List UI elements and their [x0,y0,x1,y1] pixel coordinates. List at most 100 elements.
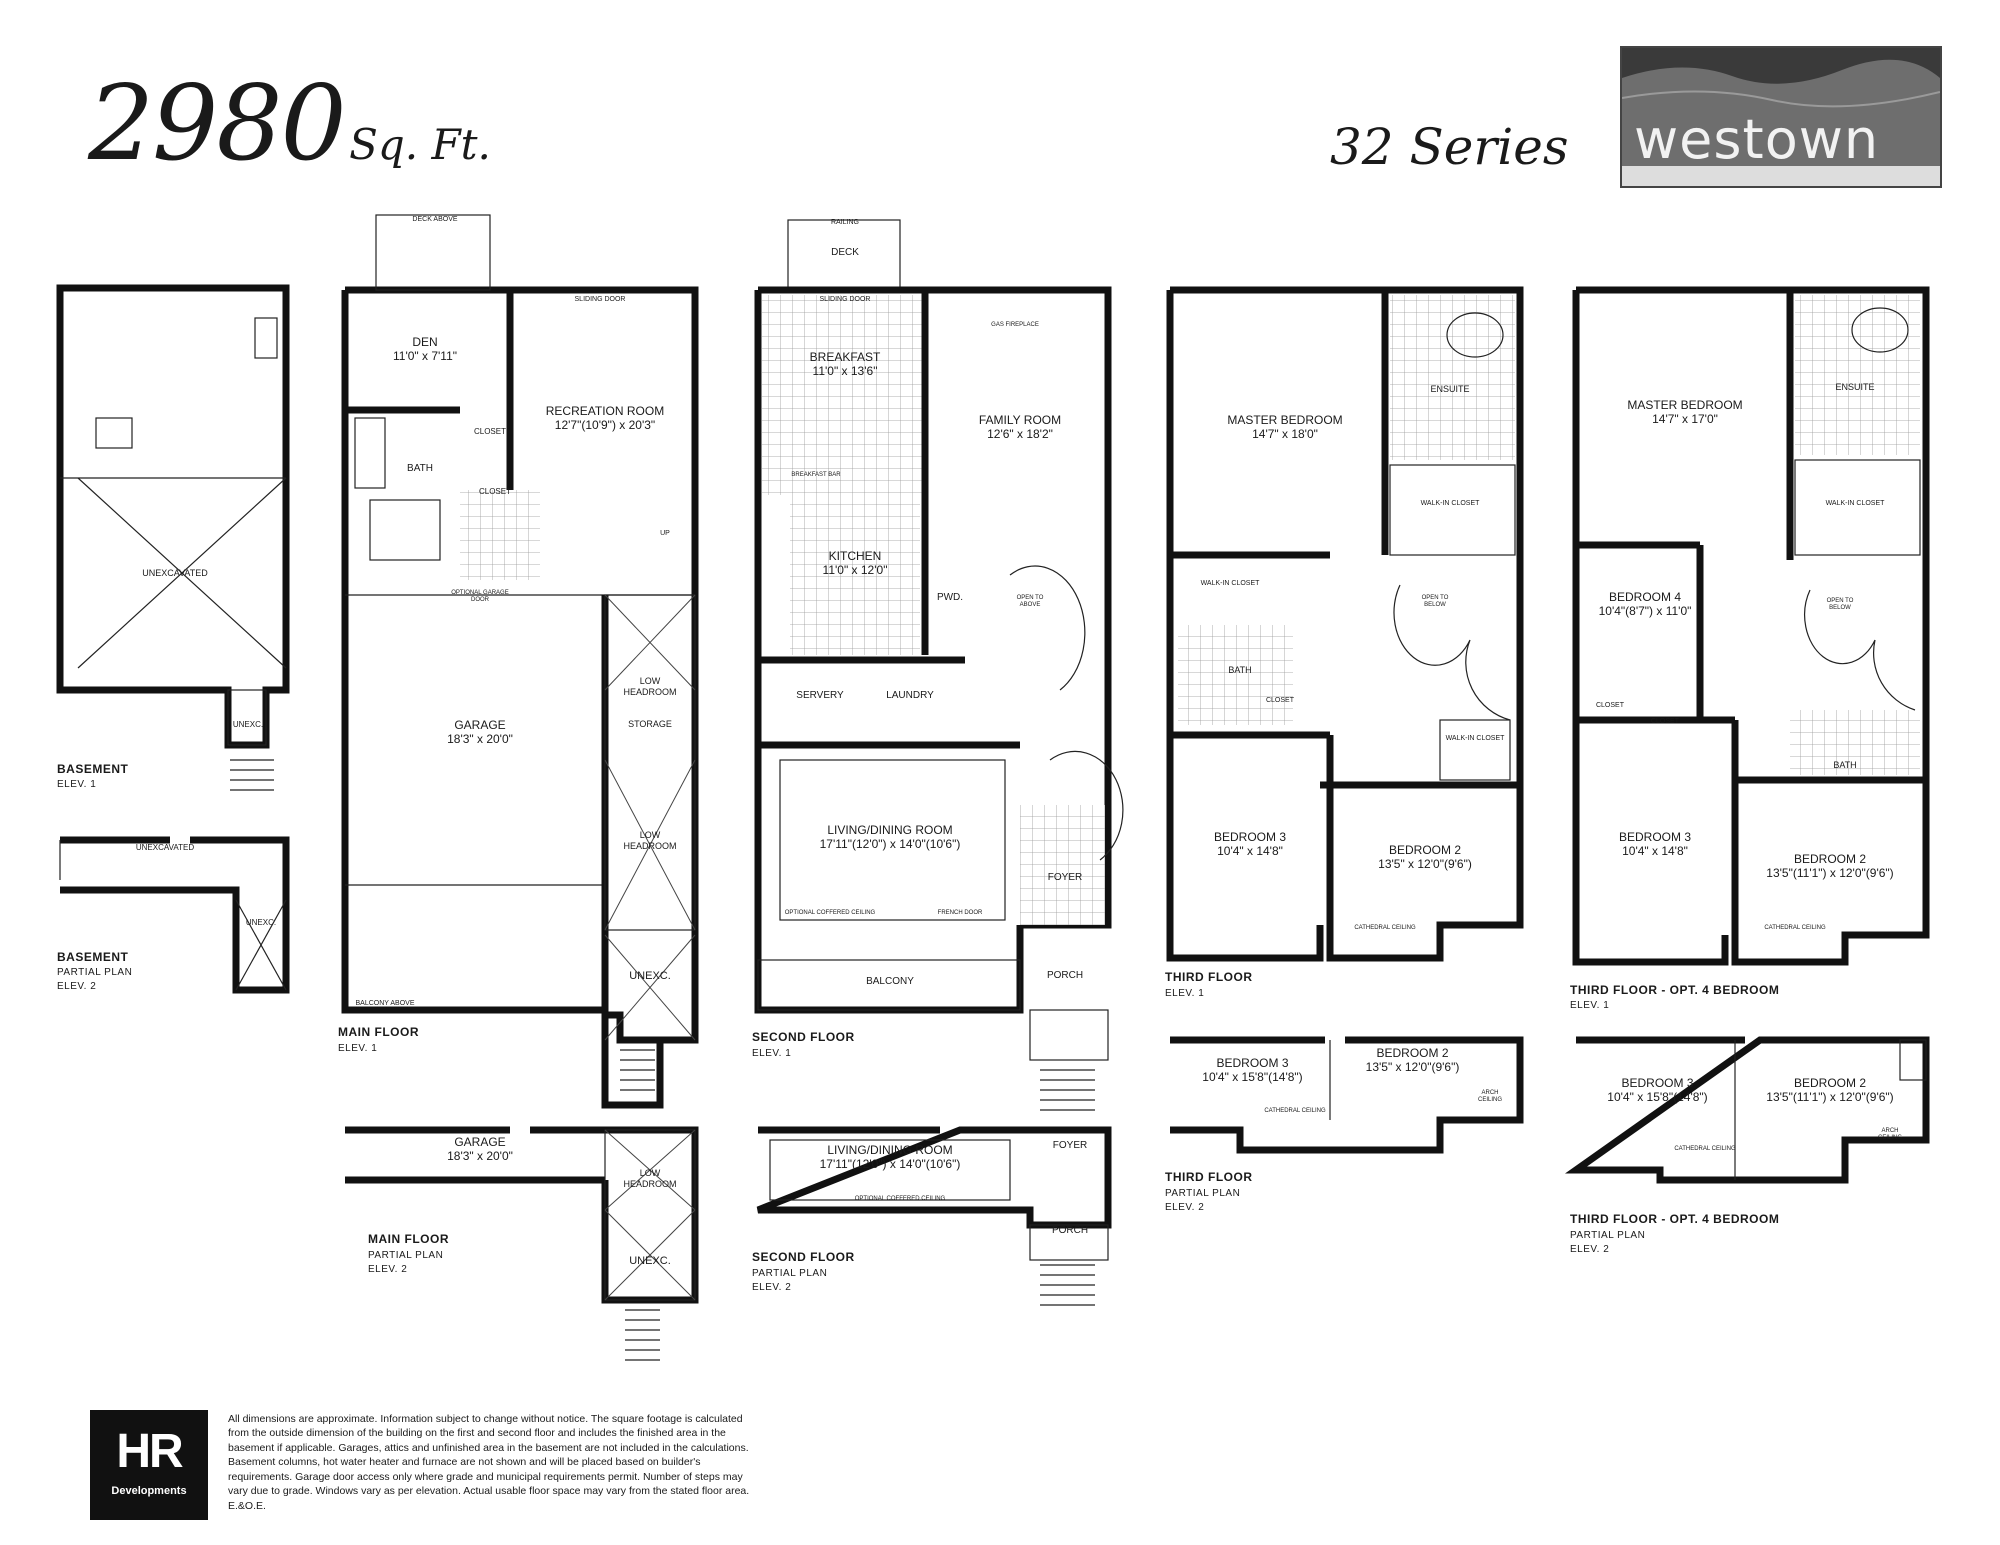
main-den-dim: 11'0" x 7'11" [392,349,458,364]
third-opt-open-below-label: OPEN TO BELOW [1826,598,1854,612]
main-partial-garage-label: GARAGE 18'3" x 20'0" [400,1135,560,1164]
third-opt-bed3-label: BEDROOM 3 10'4" x 14'8" [1590,830,1720,859]
third-ensuite-label: ENSUITE [1430,384,1470,394]
second-porch-label: PORCH [1046,970,1084,981]
second-family-label: FAMILY ROOM 12'6" x 18'2" [955,413,1085,442]
third-title: THIRD FLOOR [1165,970,1253,984]
third-opt-ensuite-label: ENSUITE [1835,382,1875,392]
second-partial-opt-ceiling-label: OPTIONAL COFFERED CEILING [854,1196,946,1202]
third-opt-partial-bed2-name: BEDROOM 2 [1793,1076,1866,1090]
second-living-name: LIVING/DINING ROOM [827,823,953,837]
main-rec-dim: 12'7"(10'9") x 20'3" [554,418,656,433]
third-opt-bed2-label: BEDROOM 2 13'5"(11'1") x 12'0"(9'6") [1740,852,1920,881]
second-foyer-label: FOYER [1047,872,1083,883]
second-partial-sub1: PARTIAL PLAN [752,1268,828,1279]
main-deck-above-label: DECK ABOVE [412,216,458,223]
main-balcony-above-label: BALCONY ABOVE [355,1000,415,1007]
third-partial-sub1: PARTIAL PLAN [1165,1188,1241,1199]
second-balcony-label: BALCONY [866,976,914,987]
third-opt-partial-bed2-dim: 13'5"(11'1") x 12'0"(9'6") [1766,1090,1894,1105]
third-bed2-label: BEDROOM 2 13'5" x 12'0"(9'6") [1345,843,1505,872]
third-walkin-label: WALK-IN CLOSET [1420,500,1480,507]
builder-logo-mark: HR [116,1425,183,1478]
third-bed2-dim: 13'5" x 12'0"(9'6") [1378,857,1472,872]
third-partial-bed3-name: BEDROOM 3 [1216,1056,1289,1070]
second-breakfast-label: BREAKFAST 11'0" x 13'6" [780,350,910,379]
main-storage-label: STORAGE [628,719,672,729]
sqft-unit: Sq. Ft. [349,120,491,169]
second-floor-plan [754,219,1124,1111]
second-floor-stair [1040,1069,1095,1111]
third-partial-bed3-dim: 10'4" x 15'8"(14'8") [1202,1070,1303,1085]
third-partial-bed2-name: BEDROOM 2 [1376,1046,1449,1060]
third-opt-bed2-dim: 13'5"(11'1") x 12'0"(9'6") [1766,866,1894,881]
second-opt-ceiling-label: OPTIONAL COFFERED CEILING [784,910,876,916]
basement-stair [230,759,274,791]
main-up-label: UP [660,530,670,537]
second-living-dim: 17'11"(12'0") x 14'0"(10'6") [819,837,961,852]
second-partial-porch-label: PORCH [1051,1225,1089,1236]
third-opt-cathedral-label: CATHEDRAL CEILING [1764,925,1826,931]
second-elev: ELEV. 1 [752,1048,792,1059]
third-opt-partial-plan [1564,1036,1930,1184]
basement-partial-unexc-label: UNEXC. [245,918,277,927]
third-elev: ELEV. 1 [1165,988,1205,999]
main-garage-dim: 18'3" x 20'0" [447,732,513,747]
main-low-headroom-label: LOW HEADROOM [623,676,677,697]
second-family-dim: 12'6" x 18'2" [987,427,1053,442]
second-partial-living-dim: 17'11"(12'0") x 14'0"(10'6") [819,1157,961,1172]
second-breakfast-dim: 11'0" x 13'6" [812,364,878,379]
third-opt-bed3-name: BEDROOM 3 [1618,830,1691,844]
main-partial-garage-dim: 18'3" x 20'0" [447,1149,513,1164]
third-opt-bed2-name: BEDROOM 2 [1793,852,1866,866]
main-rec-name: RECREATION ROOM [545,404,665,418]
third-cathedral-label: CATHEDRAL CEILING [1354,925,1416,931]
builder-logo-name: Developments [111,1485,187,1497]
main-closet2-label: CLOSET [478,487,511,496]
basement-unexcavated-label: UNEXCAVATED [142,568,208,578]
second-living-label: LIVING/DINING ROOM 17'11"(12'0") x 14'0"… [780,823,1000,852]
second-kitchen-dim: 11'0" x 12'0" [822,563,888,578]
third-opt-partial-sub2: ELEV. 2 [1570,1244,1610,1255]
basement-partial-sub2: ELEV. 2 [57,981,97,992]
third-opt-bed4-dim: 10'4"(8'7") x 11'0" [1598,604,1692,619]
third-partial-bed2-dim: 13'5" x 12'0"(9'6") [1365,1060,1460,1075]
third-opt-walkin-label: WALK-IN CLOSET [1825,500,1885,507]
main-partial-sub2: ELEV. 2 [368,1264,408,1275]
second-railing-label: RAILING [830,219,859,226]
third-opt-title: THIRD FLOOR - OPT. 4 BEDROOM [1570,983,1780,997]
third-opt-partial-bed2-label: BEDROOM 2 13'5"(11'1") x 12'0"(9'6") [1740,1076,1920,1105]
second-servery-label: SERVERY [796,690,844,701]
third-opt-partial-cathedral-label: CATHEDRAL CEILING [1674,1146,1736,1152]
third-opt-closet-label: CLOSET [1595,702,1624,709]
third-bed3-name: BEDROOM 3 [1213,830,1286,844]
main-sliding-door-label: SLIDING DOOR [574,296,626,303]
third-partial-arch-label: ARCH CEILING [1477,1090,1502,1104]
third-opt-master-label: MASTER BEDROOM 14'7" x 17'0" [1610,398,1760,427]
third-opt-closet2-label: CLOSET [1650,718,1679,725]
basement-partial-sub1: PARTIAL PLAN [57,967,133,978]
main-floor-plan [341,214,699,1109]
second-partial-stair [1040,1264,1095,1306]
basement-partial-plan [59,836,290,994]
third-master-name: MASTER BEDROOM [1227,413,1343,427]
second-family-name: FAMILY ROOM [978,413,1062,427]
main-floor-stair [620,1049,655,1091]
main-unexc-label: UNEXC. [629,970,671,982]
third-open-below-label: OPEN TO BELOW [1421,595,1449,609]
third-partial-bed3-label: BEDROOM 3 10'4" x 15'8"(14'8") [1180,1056,1325,1085]
third-opt-elev: ELEV. 1 [1570,1000,1610,1011]
third-partial-bed2-label: BEDROOM 2 13'5" x 12'0"(9'6") [1340,1046,1485,1075]
main-garage-label: GARAGE 18'3" x 20'0" [400,718,560,747]
second-partial-sub2: ELEV. 2 [752,1282,792,1293]
third-walkin2-label: WALK-IN CLOSET [1200,580,1260,587]
basement-elev: ELEV. 1 [57,779,97,790]
second-breakfast-bar-label: BREAKFAST BAR [791,472,841,478]
third-closet-label: CLOSET [1265,697,1294,704]
third-opt-partial-bed3-name: BEDROOM 3 [1621,1076,1694,1090]
main-partial-low-headroom-label: LOW HEADROOM [623,1168,677,1189]
main-den-label: DEN 11'0" x 7'11" [360,335,490,364]
third-floor-partial-plan [1170,1036,1524,1154]
second-sliding-door-label: SLIDING DOOR [819,296,871,303]
